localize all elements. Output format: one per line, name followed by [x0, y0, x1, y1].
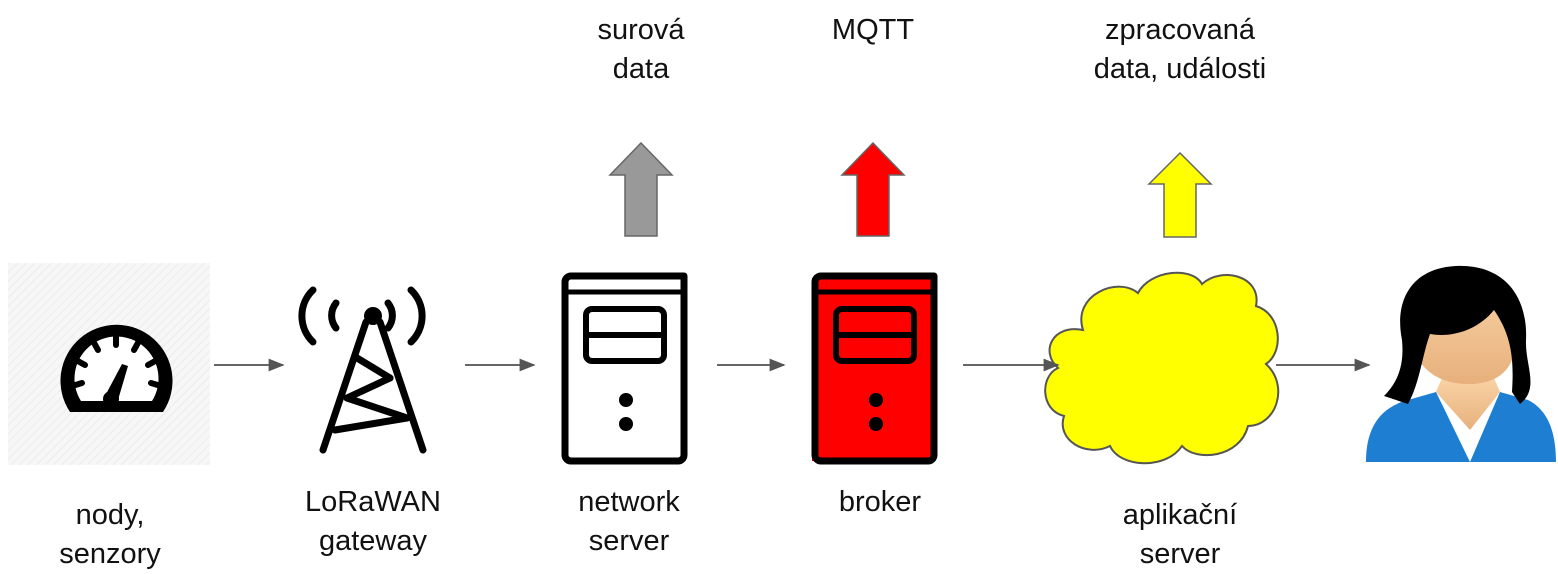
- label-line: aplikační: [1122, 499, 1238, 531]
- nodes-label: nody, senzory: [30, 496, 190, 574]
- broker-label: broker: [805, 483, 955, 522]
- label-line: senzory: [59, 538, 161, 570]
- label-line: gateway: [318, 525, 427, 557]
- label-line: data: [612, 53, 670, 85]
- label-line: surová: [597, 14, 685, 46]
- server-icon: [811, 272, 938, 465]
- network-server-label: network server: [554, 483, 704, 561]
- label-line: LoRaWAN: [305, 486, 441, 518]
- raw-data-label: surová data: [566, 11, 716, 89]
- label-line: network: [578, 486, 680, 518]
- label-line: zpracovaná: [1105, 14, 1255, 46]
- cloud-icon: [1044, 271, 1280, 465]
- label-line: MQTT: [831, 14, 915, 46]
- mqtt-arrow-icon: [840, 141, 906, 237]
- label-line: server: [588, 525, 670, 557]
- mqtt-label: MQTT: [798, 11, 948, 50]
- gateway-label: LoRaWAN gateway: [288, 483, 458, 561]
- app-server-label: aplikační server: [1090, 496, 1270, 574]
- antenna-tower-icon: [298, 286, 427, 454]
- label-line: broker: [838, 486, 922, 518]
- raw-data-arrow-icon: [608, 141, 674, 237]
- user-icon: [1366, 265, 1556, 462]
- gauge-icon: [8, 263, 210, 465]
- label-line: data, události: [1093, 53, 1267, 85]
- label-line: server: [1139, 538, 1221, 570]
- server-icon: [561, 272, 688, 465]
- label-line: nody,: [75, 499, 145, 531]
- processed-data-arrow-icon: [1147, 151, 1213, 238]
- processed-data-label: zpracovaná data, události: [1050, 11, 1310, 89]
